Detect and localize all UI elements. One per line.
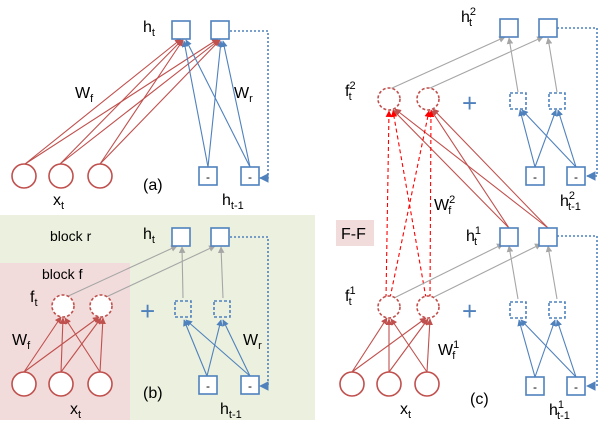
panel-a-recurrent-link [230,30,269,183]
panel-b-f-unit [51,294,75,318]
panel-b-wf-edges [23,316,106,373]
panel-a-wr-edges [181,39,251,168]
panel-c-top-gray-edges [389,36,558,93]
panel-c-ff-edges [385,110,435,299]
panel-a-wf-label: Wf [75,85,94,105]
panel-c-r2-unit [548,92,566,110]
panel-b-hprev-unit [240,375,260,395]
panel-c-h2-unit [538,18,558,38]
panel-b-recurrent-link [230,236,269,391]
panel-a-h-unit [171,20,191,40]
panel-c-h2prev-unit [525,166,545,186]
panel-b-caption: (b) [143,385,163,402]
panel-c-f1-unit [416,295,440,319]
panel-b-hprev-label: ht-1 [220,401,242,421]
panel-c-bottom-wr-edges [517,319,577,378]
panel-a-x-unit [87,163,113,189]
panel-c-top-recurrent-link [557,27,598,181]
panel-b-wr-label: Wr [243,332,262,352]
panel-c-xt-label: xt [400,401,411,421]
minus-sign: - [248,170,252,184]
minus-sign: - [206,379,210,393]
panel-a-wr-label: Wr [234,85,253,105]
panel-a-ht-label: ht [143,19,155,39]
panel-c-h1prev-unit [525,376,545,396]
panel-b-h-unit [171,227,191,247]
minus-sign: - [533,380,537,394]
panel-a-x-unit [11,163,37,189]
minus-sign: - [248,379,252,393]
panel-c-h1prev-unit [566,376,586,396]
panel-c-h1-unit [538,227,558,247]
panel-b: - - + block r block f ht ft Wf Wr xt ht-… [11,226,269,421]
minus-sign: - [533,170,537,184]
panel-c-r1-unit [548,301,566,319]
panel-b-wr-edges [183,319,251,377]
panel-b-wf-label: Wf [12,332,31,352]
panel-c-f1-unit [377,295,401,319]
panel-c-h2-unit [499,18,519,38]
panel-b-plus-sign: + [140,296,155,326]
panel-c-r1-unit [509,301,527,319]
panel-c-h2prev-unit [566,166,586,186]
panel-c-r2-unit [509,92,527,110]
panel-a-wf-edges [24,38,221,165]
panel-b-ht-label: ht [143,226,155,246]
panel-c-top-wf-edges [392,108,549,229]
panel-c-f2-unit [416,87,440,111]
panel-b-ft-label: ft [30,289,38,309]
panel-c-x-unit [414,371,440,397]
panel-c-top-plus-sign: + [462,88,477,118]
panel-c-caption: (c) [470,391,489,408]
minus-sign: - [574,170,578,184]
panel-b-r-unit [174,300,192,318]
panel-a-hprev-unit [240,166,260,186]
minus-sign: - [574,380,578,394]
panel-c-x-unit [339,371,365,397]
block-f-label: block f [42,266,83,282]
panel-b-x-unit [11,371,37,397]
panel-c-x-unit [376,371,402,397]
panel-c-bottom-recurrent-link [557,235,598,391]
panel-a-xt-label: xt [53,192,64,212]
panel-a-h-unit [210,20,230,40]
panel-a-hprev-unit [198,166,218,186]
panel-b-x-unit [87,371,113,397]
panel-a: - - ht Wf Wr xt ht-1 (a) [11,19,269,212]
panel-b-f-unit [89,294,113,318]
panel-c-bottom-plus-sign: + [462,296,477,326]
ff-label-background [336,220,374,246]
panel-c-h1-unit [499,227,519,247]
panel-b-h-unit [210,227,230,247]
panel-b-x-unit [48,371,74,397]
panel-a-hprev-label: ht-1 [222,192,244,212]
panel-c-bottom-wf-edges [351,317,433,373]
panel-b-xt-label: xt [70,401,81,421]
panel-b-hprev-unit [198,375,218,395]
panel-a-x-unit [48,163,74,189]
panel-b-r-unit [213,300,231,318]
panel-b-gray-edges [63,245,225,299]
panel-c-f2-unit [377,87,401,111]
minus-sign: - [206,170,210,184]
panel-c-top-wr-edges [518,109,577,168]
block-r-label: block r [50,228,92,244]
panel-c-bottom-gray-edges [391,243,558,300]
panel-c-ff-label: F-F [341,226,366,243]
panel-a-caption: (a) [143,177,163,194]
